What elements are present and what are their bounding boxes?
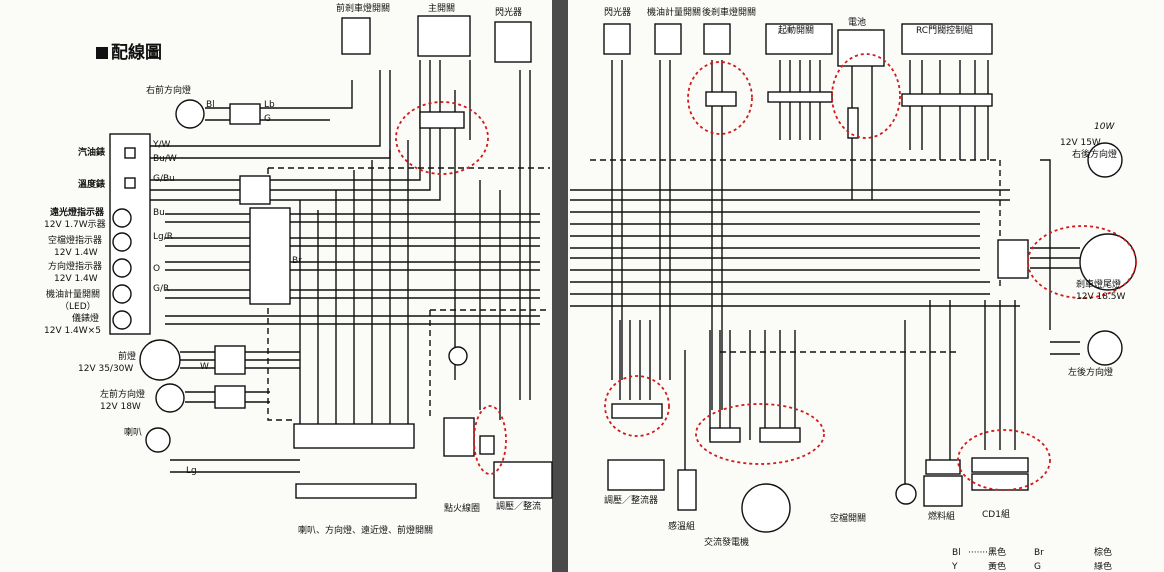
right-components	[603, 23, 1137, 533]
regulator-rectifier-label: 調壓／整流器	[604, 496, 659, 506]
rc-valve-unit-label: RC門閥控制組	[916, 26, 974, 36]
wire-code-g: G	[264, 114, 271, 124]
left-rear-turn-label: 左後方向燈	[1068, 368, 1114, 378]
ignition-coil-label: 點火線圈	[444, 504, 481, 514]
legend-color-br: 棕色	[1094, 548, 1113, 558]
main-switch-label: 主開關	[428, 4, 456, 14]
ac-generator	[741, 483, 791, 533]
legend-dots: ·········	[968, 548, 994, 558]
wire-code-gbu: G/Bu	[153, 174, 175, 184]
right-rear-turn-label: 右後方向燈	[1072, 150, 1118, 160]
highlight-regulator	[604, 375, 670, 437]
high-beam-indicator-spec: 12V 1.7W示器	[44, 220, 106, 230]
oil-gauge-switch-rear-label: 機油計量開關	[647, 8, 702, 18]
right-rear-turn-spec: 12V 15W	[1060, 138, 1101, 148]
front-brake-switch-label: 前剎車燈開關	[336, 4, 391, 14]
highlight-alternator-connectors	[695, 403, 825, 465]
left-front-turn-lamp	[155, 383, 185, 413]
cdi-unit-label: CD1組	[982, 510, 1010, 520]
headlamp-label: 前燈	[118, 352, 137, 362]
legend-code-br: Br	[1034, 548, 1044, 558]
highlight-rear-brake-switch	[687, 61, 753, 135]
highlight-marks	[395, 53, 1137, 491]
oil-gauge-switch-label: 機油計量開關	[46, 290, 101, 300]
left-harness	[150, 60, 550, 473]
legend-color-g: 綠色	[1094, 562, 1113, 572]
left-front-turn-label: 左前方向燈	[100, 390, 146, 400]
meter-lamp-spec: 12V 1.4W×5	[44, 326, 101, 336]
wire-code-lb: Lb	[264, 100, 275, 110]
rear-flasher-label: 閃光器	[604, 8, 632, 18]
turn-indicator-label: 方向燈指示器	[48, 262, 103, 272]
horn-label: 喇叭	[124, 428, 143, 438]
page-title: 配線圖	[96, 38, 162, 63]
brake-tail-lamp-spec: 12V 18.5W	[1076, 292, 1126, 302]
oil-gauge-switch-spec: （LED）	[60, 302, 96, 312]
highlight-cdi-unit	[957, 429, 1051, 491]
neutral-switch-label: 空檔開關	[830, 514, 867, 524]
book-spine	[552, 0, 568, 572]
regulator-label-left: 調壓／整流	[496, 502, 542, 512]
flasher-label: 閃光器	[495, 8, 523, 18]
right-front-turn-lamp	[175, 99, 205, 129]
highlight-main-switch	[395, 101, 489, 175]
highlight-brake-tail-lamp	[1027, 225, 1137, 299]
wire-code-bl: Bl	[206, 100, 215, 110]
right-page	[568, 0, 1164, 572]
highlight-ignition-coil	[473, 405, 507, 475]
right-rear-turn-note: 10W	[1094, 122, 1115, 132]
wire-code-w: W	[200, 362, 209, 372]
legend-code-bl: Bl	[952, 548, 961, 558]
wire-code-bu: Bu	[153, 208, 165, 218]
high-beam-indicator-label: 遠光燈指示器	[50, 208, 105, 218]
right-rear-turn-lamp	[1087, 142, 1123, 178]
rear-brake-switch-label: 後剎車燈開關	[702, 8, 757, 18]
legend-code-y: Y	[952, 562, 958, 572]
wire-code-lgr: Lg/R	[153, 232, 174, 242]
turn-indicator-spec: 12V 1.4W	[54, 274, 98, 284]
wire-code-lg: Lg	[186, 466, 197, 476]
wire-code-o: O	[153, 264, 161, 274]
neutral-indicator-label: 空檔燈指示器	[48, 236, 103, 246]
fuel-unit-label: 燃料組	[928, 512, 956, 522]
right-harness	[570, 60, 1080, 500]
legend-color-y: 黃色	[988, 562, 1007, 572]
highlight-battery	[831, 53, 901, 139]
temp-gauge-label: 溫度錶	[78, 180, 106, 190]
fuel-gauge-label: 汽油錶	[78, 148, 106, 158]
battery-label: 電池	[848, 18, 867, 28]
headlamp	[139, 339, 181, 381]
meter-lamp-label: 儀錶燈	[72, 314, 100, 324]
ac-generator-label: 交流發電機	[704, 538, 750, 548]
left-front-turn-spec: 12V 18W	[100, 402, 141, 412]
handlebar-switch-label: 喇叭、方向燈、遠近燈、前燈開關	[298, 526, 434, 536]
temp-sensor-label: 感溫組	[668, 522, 696, 532]
wire-code-buw: Bu/W	[153, 154, 177, 164]
legend-code-g: G	[1034, 562, 1041, 572]
brake-tail-lamp-label: 剎車燈尾燈	[1076, 280, 1122, 290]
wire-code-br: Br	[292, 256, 302, 266]
wire-code-yw: Y/W	[153, 140, 171, 150]
neutral-indicator-spec: 12V 1.4W	[54, 248, 98, 258]
left-rear-turn-lamp	[1087, 330, 1123, 366]
wire-code-gr: G/R	[153, 284, 170, 294]
headlamp-spec: 12V 35/30W	[78, 364, 134, 374]
right-front-turn-label: 右前方向燈	[146, 86, 192, 96]
starter-switch-label: 起動開關	[778, 26, 815, 36]
legend-color-bl: 黑色	[988, 548, 1007, 558]
left-components	[109, 15, 553, 499]
